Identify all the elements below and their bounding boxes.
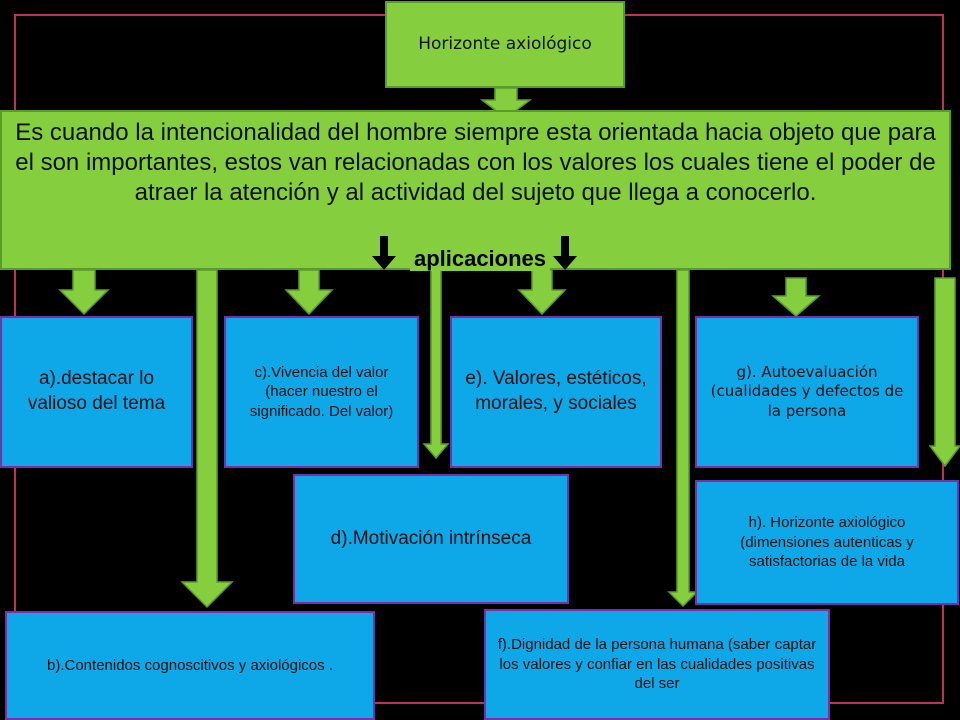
item-a-text: a).destacar lo valioso del tema bbox=[27, 368, 166, 414]
item-c-text: c).Vivencia del valor (hacer nuestro el … bbox=[249, 363, 394, 420]
arrow-to-a bbox=[58, 269, 110, 316]
arrow-title-to-definition bbox=[479, 87, 533, 119]
diagram-title: Horizonte axiológico bbox=[418, 34, 592, 55]
arrow-to-f bbox=[667, 269, 699, 608]
arrow-to-c bbox=[284, 269, 334, 316]
item-a-box: a).destacar lo valioso del tema bbox=[0, 316, 193, 468]
item-h-text: h). Horizonte axiológico (dimensiones au… bbox=[740, 514, 914, 571]
arrow-to-b bbox=[180, 269, 234, 609]
definition-text: Es cuando la intencionalidad del hombre … bbox=[15, 119, 936, 206]
arrow-to-h bbox=[928, 277, 960, 468]
arrow-to-g bbox=[770, 277, 822, 317]
item-f-text: f).Dignidad de la persona humana (saber … bbox=[497, 636, 817, 693]
item-d-text: d).Motivación intrínseca bbox=[330, 527, 532, 549]
item-g-box: g). Autoevaluación (cualidades y defecto… bbox=[695, 316, 919, 468]
item-e-text: e). Valores, estéticos, morales, y socia… bbox=[465, 368, 647, 414]
title-box: Horizonte axiológico bbox=[385, 1, 625, 88]
definition-box: Es cuando la intencionalidad del hombre … bbox=[0, 110, 951, 270]
arrow-to-e bbox=[517, 269, 567, 316]
item-b-box: b).Contenidos cognoscitivos y axiológico… bbox=[5, 611, 375, 720]
applications-label: aplicaciones bbox=[0, 246, 960, 272]
item-g-text: g). Autoevaluación (cualidades y defecto… bbox=[710, 362, 904, 420]
item-f-box: f).Dignidad de la persona humana (saber … bbox=[484, 609, 830, 720]
arrow-to-d bbox=[422, 269, 450, 460]
item-d-box: d).Motivación intrínseca bbox=[293, 474, 569, 604]
item-c-box: c).Vivencia del valor (hacer nuestro el … bbox=[224, 316, 419, 468]
item-b-text: b).Contenidos cognoscitivos y axiológico… bbox=[47, 656, 333, 674]
item-e-box: e). Valores, estéticos, morales, y socia… bbox=[450, 316, 662, 468]
item-h-box: h). Horizonte axiológico (dimensiones au… bbox=[695, 480, 959, 605]
